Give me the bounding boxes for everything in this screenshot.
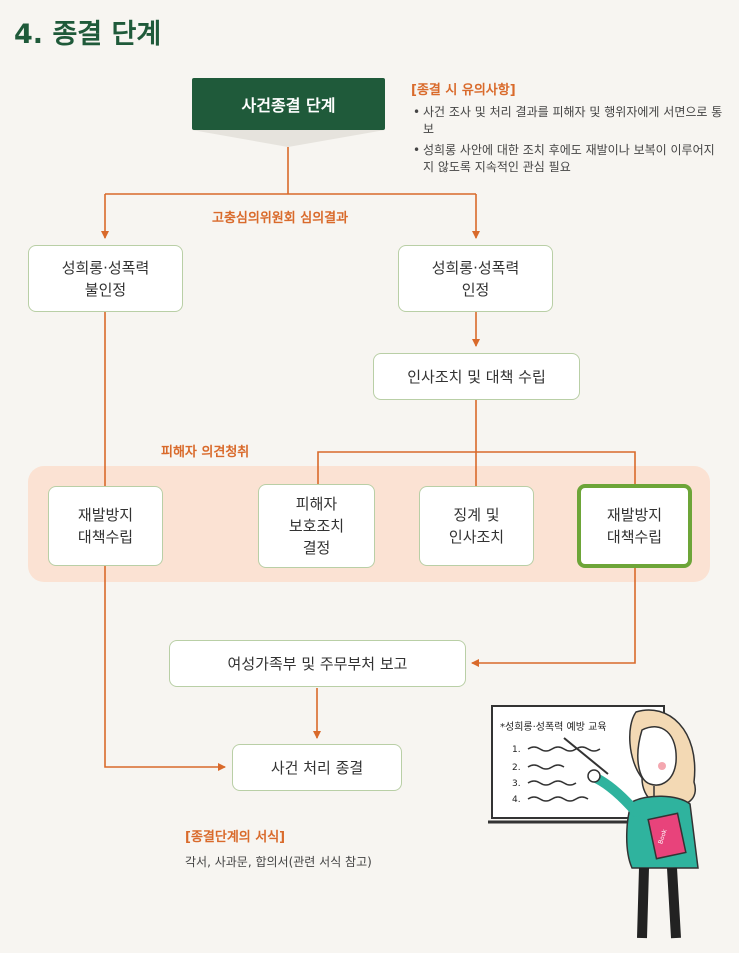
teacher-illustration: *성희롱·성폭력 예방 교육 1. 2. 3. 4. Book [488, 705, 699, 939]
page-title: 4. 종결 단계 [14, 19, 162, 50]
recognized-box: 성희롱·성폭력 인정 [398, 245, 553, 312]
ministry-report-box: 여성가족부 및 주무부처 보고 [169, 640, 466, 687]
pointer-stick [563, 737, 609, 775]
face [637, 726, 677, 786]
board-list-number: 2. [512, 763, 521, 773]
discipline-box: 징계 및 인사조치 [419, 486, 534, 566]
connector-right-to-report [471, 566, 636, 667]
cheek [658, 762, 666, 770]
notes-item: 성희롱 사안에 대한 조치 후에도 재발이나 보복이 이루어지지 않도록 지속적… [413, 142, 723, 176]
board-heading: *성희롱·성폭력 예방 교육 [500, 721, 607, 733]
notes-heading: [종결 시 유의사항] [411, 83, 516, 98]
victim-protection-box: 피해자 보호조치 결정 [258, 484, 375, 568]
case-closure-stage-box: 사건종결 단계 [192, 78, 385, 130]
legs [637, 867, 681, 939]
board-list-number: 3. [512, 779, 521, 789]
book: Book [647, 812, 687, 860]
connector-hearing-branch [317, 451, 636, 488]
board-list-number: 1. [512, 745, 521, 755]
prevention-plan-left-box: 재발방지 대책수립 [48, 486, 163, 566]
notes-item: 사건 조사 및 처리 결과를 피해자 및 행위자에게 서면으로 통보 [413, 104, 723, 138]
prevention-plan-right-box: 재발방지 대책수립 [577, 484, 692, 568]
notes-list: 사건 조사 및 처리 결과를 피해자 및 행위자에게 서면으로 통보 성희롱 사… [413, 104, 723, 180]
hand [587, 769, 601, 783]
funnel-shape [192, 130, 385, 147]
victim-hearing-label: 피해자 의견청취 [161, 445, 250, 460]
connector-left-to-closure [104, 566, 226, 771]
case-closure-box: 사건 처리 종결 [232, 744, 402, 791]
committee-result-label: 고충심의위원회 심의결과 [212, 211, 349, 226]
forms-heading: [종결단계의 서식] [185, 830, 286, 845]
board-list-number: 4. [512, 795, 521, 805]
personnel-plan-box: 인사조치 및 대책 수립 [373, 353, 580, 400]
board-scribbles [527, 746, 601, 802]
book-label: Book [657, 828, 668, 845]
not-recognized-box: 성희롱·성폭력 불인정 [28, 245, 183, 312]
forms-text: 각서, 사과문, 합의서(관련 서식 참고) [185, 855, 372, 869]
